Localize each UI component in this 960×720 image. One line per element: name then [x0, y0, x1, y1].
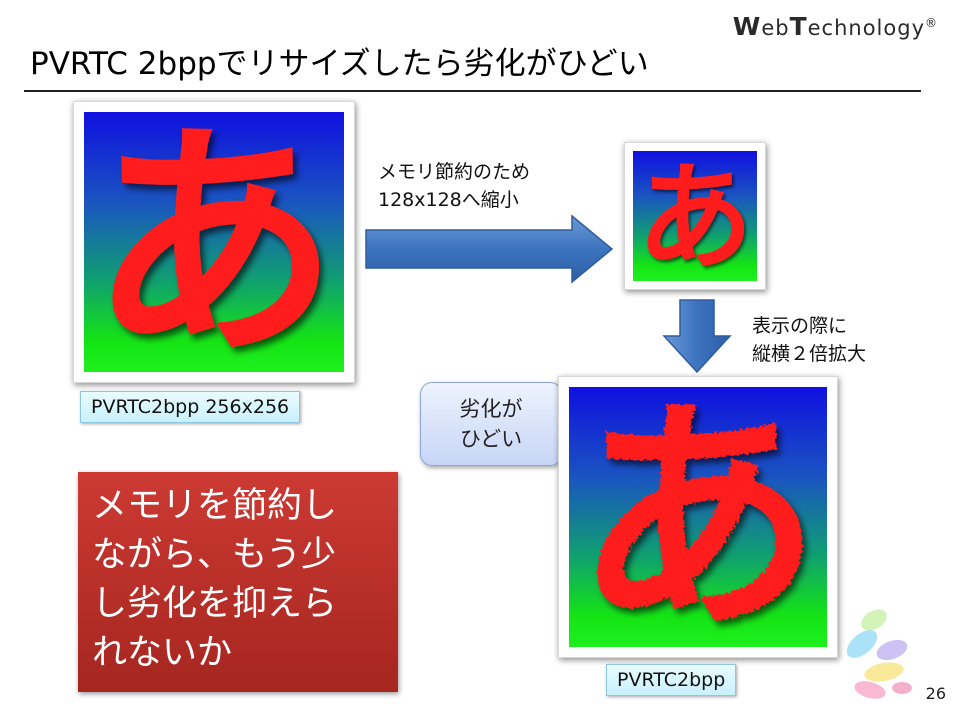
conclusion-line4: れないか: [92, 633, 233, 673]
conclusion-line1: メモリを節約し: [92, 486, 338, 526]
page-number: 26: [925, 684, 946, 703]
callout-line1: 劣化が: [459, 397, 523, 421]
enlarged-image-frame: あ: [558, 376, 838, 658]
enlarged-image: あ: [569, 387, 827, 647]
callout-line2: ひどい: [459, 427, 523, 451]
original-image-frame: あ: [73, 101, 355, 383]
logo-letter-t: T: [789, 12, 808, 41]
conclusion-line2: ながら、もう少: [92, 535, 336, 575]
shrink-note-line2: 128x128へ縮小: [378, 189, 519, 211]
logo-registered-mark: ®: [925, 16, 938, 30]
shrunk-glyph: あ: [637, 151, 754, 281]
shrink-arrow-icon: [365, 214, 614, 284]
conclusion-box: メモリを節約し ながら、もう少 し劣化を抑えら れないか: [78, 472, 398, 692]
title-underline: [24, 90, 921, 92]
original-image-label: PVRTC2bpp 256x256: [80, 391, 301, 423]
shrunk-image-frame: あ: [624, 142, 766, 290]
enlarged-glyph-art: あ: [574, 387, 822, 647]
enlarge-note-line2: 縦横２倍拡大: [752, 343, 867, 365]
conclusion-line3: し劣化を抑えら: [92, 584, 338, 624]
degradation-callout: 劣化が ひどい: [420, 382, 575, 466]
enlarged-glyph: あ: [574, 387, 822, 647]
shrink-note-line1: メモリ節約のため: [378, 161, 531, 183]
original-glyph-art: あ: [89, 112, 339, 372]
result-image-label: PVRTC2bpp: [606, 664, 737, 696]
enlarge-note: 表示の際に 縦横２倍拡大: [752, 312, 866, 368]
enlarge-note-line1: 表示の際に: [752, 315, 848, 337]
enlarge-arrow-icon: [662, 299, 732, 374]
shrunk-image: あ: [633, 151, 757, 281]
original-image: あ: [84, 112, 344, 372]
shrink-note: メモリ節約のため 128x128へ縮小: [378, 158, 530, 214]
logo-text-eb: eb: [761, 16, 790, 40]
decorative-splash-icon: [846, 609, 912, 699]
webtechnology-logo: WebTechnology®: [733, 12, 938, 41]
logo-text-rest: echnology: [807, 16, 925, 40]
shrunk-glyph-art: あ: [637, 151, 754, 281]
slide-title: PVRTC 2bppでリサイズしたら劣化がひどい: [30, 46, 649, 82]
logo-letter-w: W: [732, 12, 762, 41]
original-glyph: あ: [89, 112, 339, 372]
